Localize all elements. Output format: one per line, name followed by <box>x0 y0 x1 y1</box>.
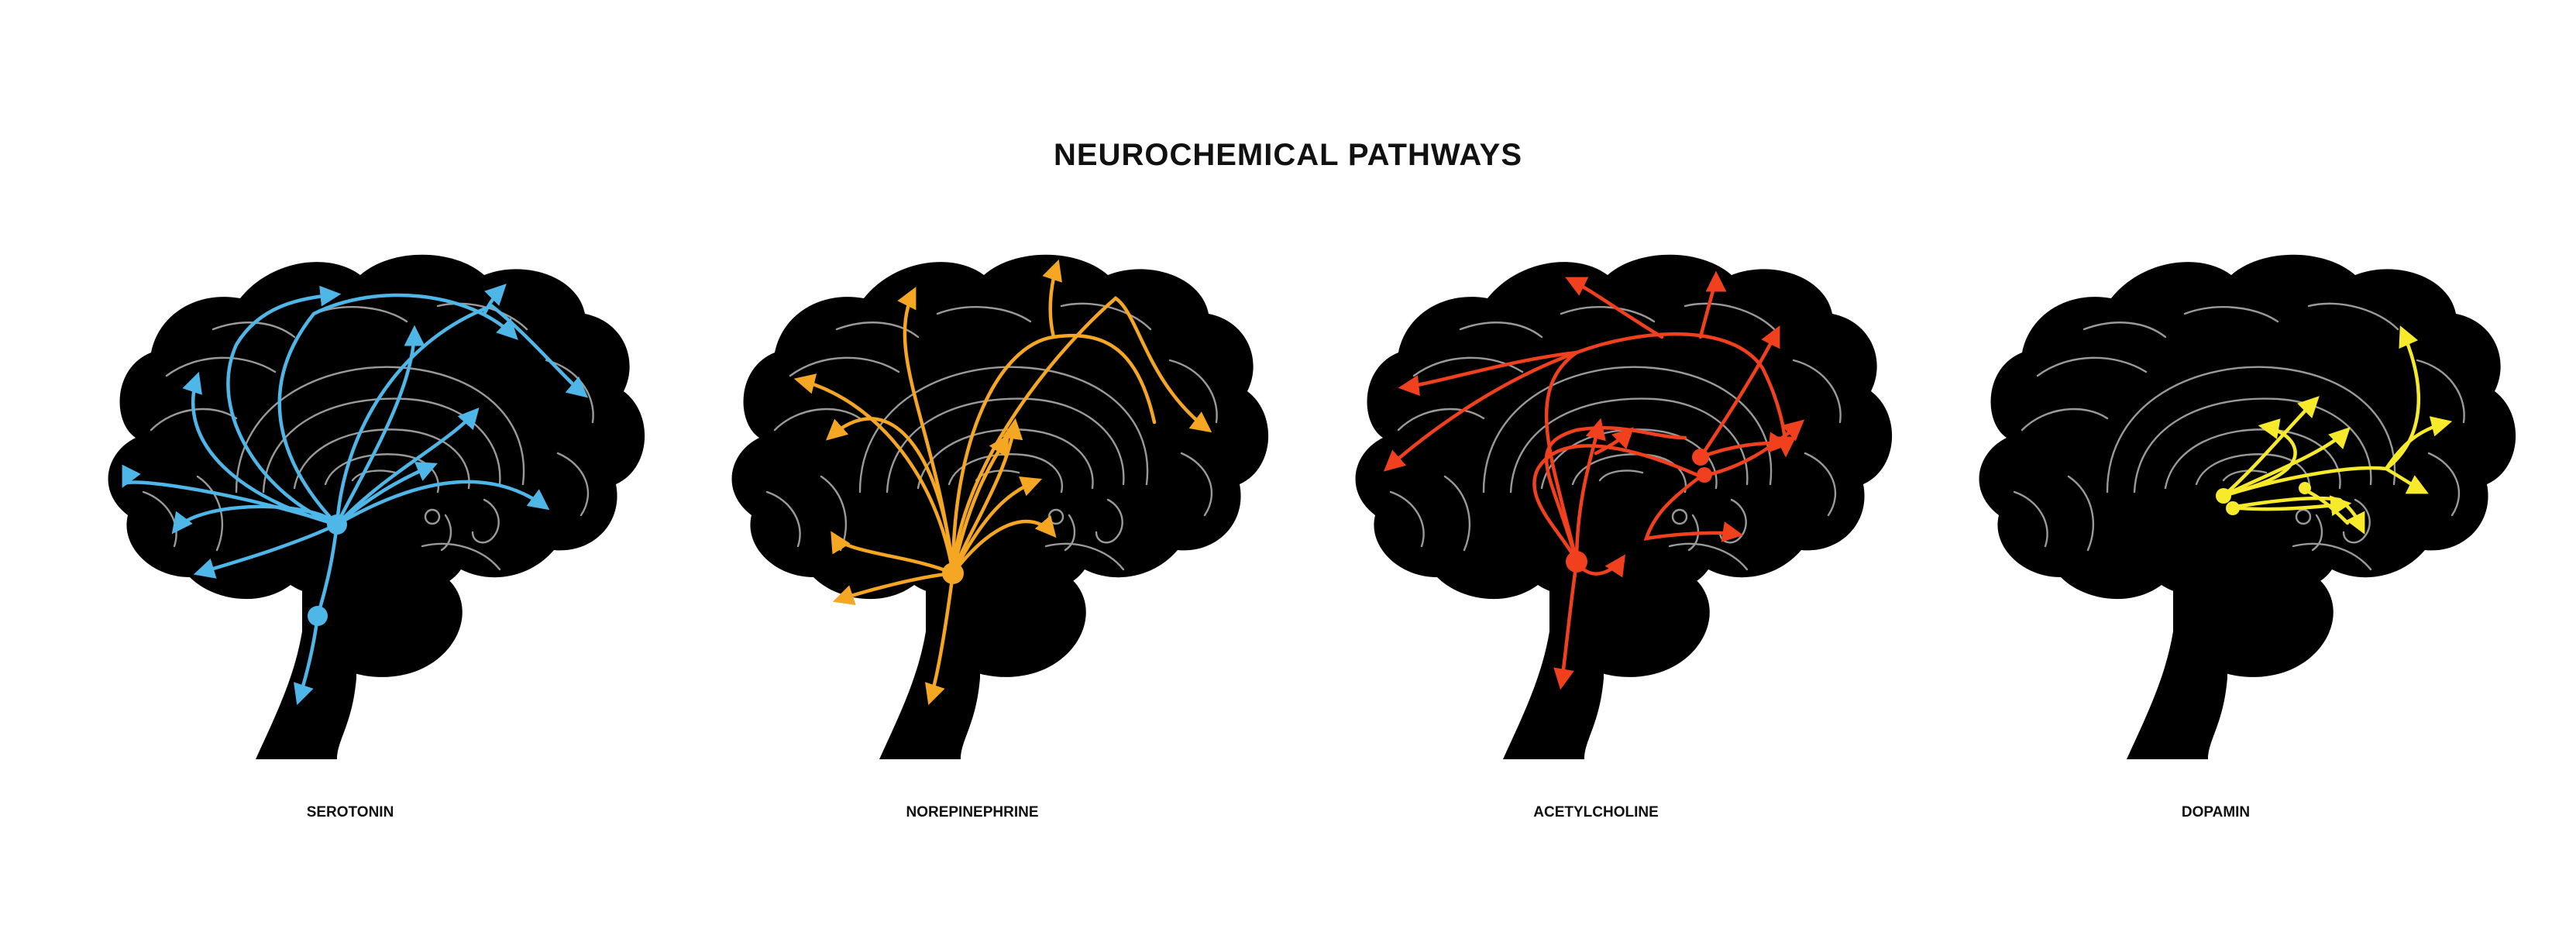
norepinephrine-locus-node <box>942 562 964 584</box>
panel-dopamin <box>1979 254 2516 759</box>
dopamin-node-3 <box>2299 482 2311 494</box>
acetylcholine-mid-node <box>1697 467 1712 483</box>
panel-label-acetylcholine: ACETYLCHOLINE <box>1533 804 1659 820</box>
norepinephrine-pathways <box>793 259 1212 706</box>
panel-serotonin <box>108 254 645 759</box>
page-title: NEUROCHEMICAL PATHWAYS <box>1053 138 1522 172</box>
acetylcholine-basal-node <box>1566 551 1587 573</box>
panel-norepinephrine <box>731 254 1269 759</box>
serotonin-lower-node <box>308 606 328 626</box>
dopamin-node-2 <box>2226 501 2240 515</box>
brain-silhouette-icon <box>1355 254 1893 759</box>
panel-acetylcholine <box>1355 254 1893 759</box>
acetylcholine-pathways <box>1383 270 1805 690</box>
dopamin-pathways <box>2221 325 2453 535</box>
panel-label-norepinephrine: NOREPINEPHRINE <box>906 804 1038 820</box>
dopamin-node-1 <box>2216 488 2231 504</box>
panel-label-serotonin: SEROTONIN <box>307 804 394 820</box>
panel-label-dopamin: DOPAMIN <box>2182 804 2250 820</box>
serotonin-pathways <box>122 284 589 706</box>
serotonin-raphe-node <box>327 514 347 535</box>
acetylcholine-upper-node <box>1692 449 1709 466</box>
brain-silhouette-icon <box>108 254 645 759</box>
